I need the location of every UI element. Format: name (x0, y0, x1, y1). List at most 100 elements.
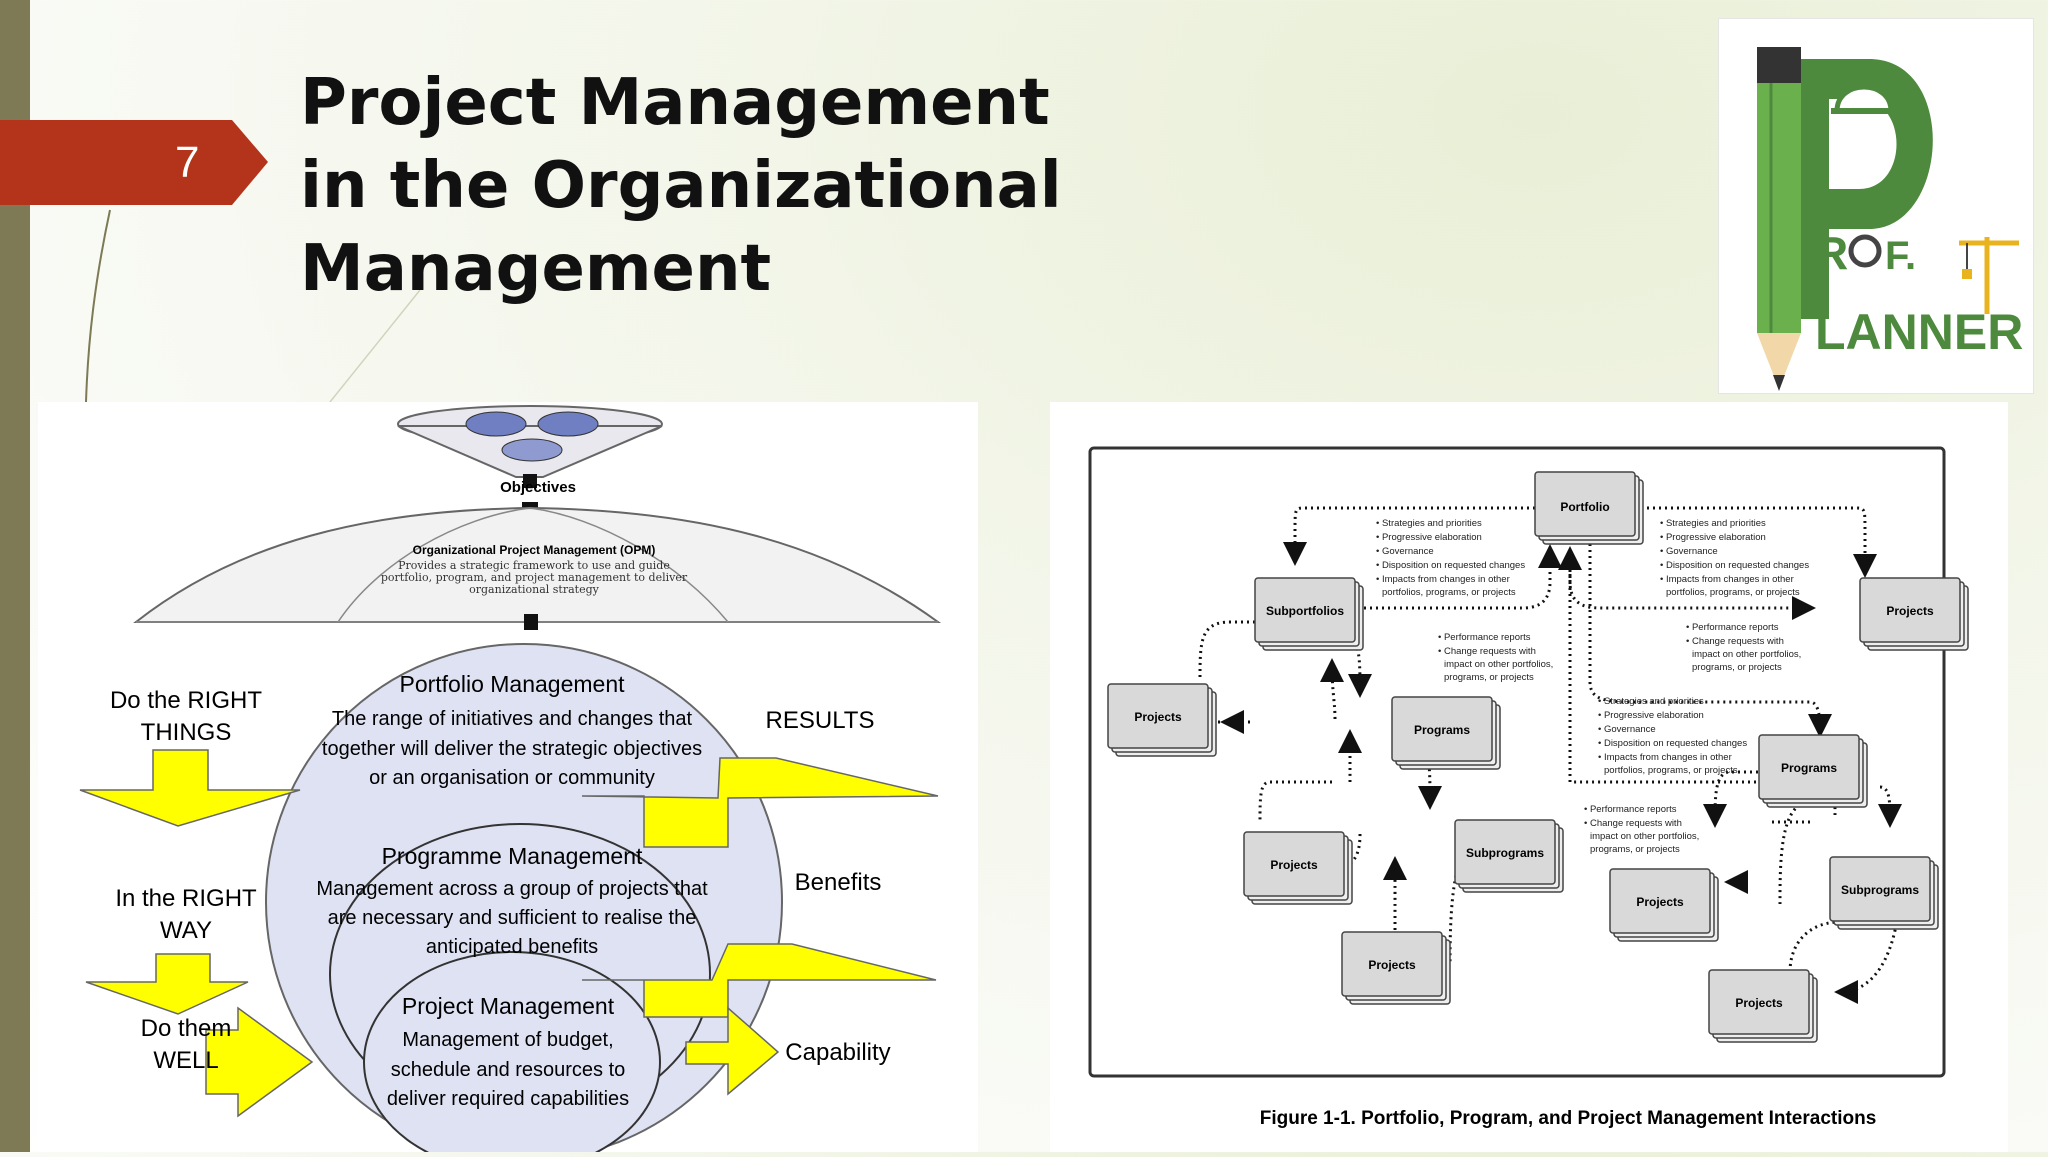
note-line: • Strategies and priorities (1376, 518, 1482, 529)
node-subprograms-left-label: Subprograms (1466, 846, 1544, 860)
node-programs-right: Programs (1758, 734, 1868, 808)
note-line: • Performance reports (1584, 804, 1677, 815)
umbrella-text: Provides a strategic framework to use an… (380, 560, 688, 596)
label-right-way-1: In the RIGHT (115, 885, 257, 912)
label-do-right-things-1: Do the RIGHT (110, 687, 262, 714)
note-line: • Progressive elaboration (1376, 532, 1482, 543)
note-line: • Change requests with (1584, 818, 1682, 829)
note-line: portfolios, programs, or projects (1604, 765, 1738, 776)
note-line: • Impacts from changes in other (1376, 574, 1510, 585)
slide-number: 7 (175, 138, 200, 187)
slide-title: Project Management in the Organizational… (300, 62, 1062, 311)
notes-up-middle: • Performance reports • Change requests … (1584, 804, 1699, 855)
note-line: • Impacts from changes in other (1660, 574, 1794, 585)
notes-up-right: • Performance reports • Change requests … (1686, 622, 1801, 673)
note-line: • Performance reports (1686, 622, 1779, 633)
note-line: portfolios, programs, or projects (1666, 587, 1800, 598)
programme-line-3: anticipated benefits (426, 936, 598, 958)
notes-down-top-right: • Strategies and priorities • Progressiv… (1660, 518, 1809, 598)
note-line: • Change requests with (1686, 636, 1784, 647)
note-line: • Disposition on requested changes (1660, 560, 1809, 571)
node-subprograms-left: Subprograms (1454, 819, 1564, 893)
label-do-them-well-2: WELL (153, 1047, 218, 1074)
umbrella-title: Organizational Project Management (OPM) (413, 543, 656, 557)
node-subportfolios: Subportfolios (1254, 577, 1364, 651)
note-line: impact on other portfolios, (1444, 659, 1553, 670)
project-heading: Project Management (402, 993, 615, 1019)
programme-heading: Programme Management (382, 843, 643, 869)
crane-icon (1959, 237, 2019, 314)
label-right-way-2: WAY (160, 917, 212, 944)
label-capability: Capability (785, 1039, 890, 1066)
note-line: • Disposition on requested changes (1376, 560, 1525, 571)
left-down-arrows (79, 749, 314, 1118)
objectives-label: Objectives (500, 479, 576, 496)
note-line: portfolios, programs, or projects (1382, 587, 1516, 598)
node-portfolio-label: Portfolio (1560, 500, 1609, 514)
node-projects-bottom-right-label: Projects (1735, 996, 1783, 1010)
node-projects-top-right-label: Projects (1886, 604, 1934, 618)
node-projects-bottom-left-label: Projects (1368, 958, 1416, 972)
node-projects-bottom-left: Projects (1341, 931, 1451, 1005)
node-subprograms-right: Subprograms (1829, 856, 1939, 930)
note-line: • Governance (1376, 546, 1434, 557)
slide-title-line-1: Project Management (300, 66, 1050, 140)
prof-planner-logo: R F. LANNER (1718, 18, 2034, 394)
project-line-1: Management of budget, (402, 1029, 613, 1051)
notes-down-top-left: • Strategies and priorities • Progressiv… (1376, 518, 1525, 598)
logo-letter-o (1848, 234, 1882, 268)
node-subprograms-right-label: Subprograms (1841, 883, 1919, 897)
project-line-2: schedule and resources to (391, 1059, 626, 1081)
note-line: programs, or projects (1692, 662, 1782, 673)
decorative-lines (85, 209, 421, 402)
note-line: • Strategies and priorities (1598, 696, 1704, 707)
node-projects-right-mid-label: Projects (1636, 895, 1684, 909)
note-line: • Progressive elaboration (1660, 532, 1766, 543)
slide-title-line-3: Management (300, 232, 772, 306)
note-line: • Performance reports (1438, 632, 1531, 643)
management-circles (265, 643, 783, 1157)
opm-umbrella: Organizational Project Management (OPM) … (133, 506, 942, 630)
opm-umbrella-diagram: Objectives Organizational Project Manage… (38, 402, 978, 1157)
logo-text-lanner: LANNER (1815, 304, 2023, 360)
note-line: • Governance (1598, 724, 1656, 735)
note-line: impact on other portfolios, (1692, 649, 1801, 660)
portfolio-heading: Portfolio Management (399, 671, 625, 697)
programme-line-2: are necessary and sufficient to realise … (328, 907, 697, 929)
portfolio-line-2: together will deliver the strategic obje… (322, 738, 702, 760)
portfolio-line-1: The range of initiatives and changes tha… (332, 708, 693, 730)
node-portfolio: Portfolio (1534, 471, 1644, 545)
slide-title-line-2: in the Organizational (300, 149, 1062, 223)
portfolio-line-3: or an organisation or community (369, 767, 655, 789)
node-projects-right-mid: Projects (1609, 868, 1719, 942)
right-up-arrows (581, 757, 939, 1096)
node-projects-left: Projects (1107, 683, 1217, 757)
project-line-3: deliver required capabilities (387, 1088, 629, 1110)
objectives-funnel: Objectives (397, 405, 663, 518)
label-do-right-things-2: THINGS (141, 719, 232, 746)
node-projects-left-label: Projects (1134, 710, 1182, 724)
label-results: RESULTS (766, 707, 875, 734)
node-subportfolios-label: Subportfolios (1266, 604, 1344, 618)
node-projects-bottom-right: Projects (1708, 969, 1818, 1043)
notes-up-left: • Performance reports • Change requests … (1438, 632, 1553, 683)
logo-letter-r: R (1815, 227, 1848, 279)
note-line: programs, or projects (1590, 844, 1680, 855)
node-programs-left: Programs (1391, 696, 1501, 770)
note-line: • Progressive elaboration (1598, 710, 1704, 721)
figure-caption: Figure 1-1. Portfolio, Program, and Proj… (1260, 1108, 1877, 1129)
slide-number-tab: 7 (0, 120, 268, 205)
node-projects-mid-left-label: Projects (1270, 858, 1318, 872)
pmi-interactions-figure: Portfolio Subportfolios Projects Project… (1050, 402, 2008, 1152)
note-line: • Governance (1660, 546, 1718, 557)
note-line: • Strategies and priorities (1660, 518, 1766, 529)
notes-down-middle: • Strategies and priorities • Progressiv… (1598, 696, 1747, 776)
label-do-them-well-1: Do them (141, 1015, 232, 1042)
logo-letter-f: F. (1885, 234, 1916, 278)
note-line: • Change requests with (1438, 646, 1536, 657)
project-circle (363, 951, 661, 1157)
node-projects-top-right: Projects (1859, 577, 1969, 651)
note-line: • Disposition on requested changes (1598, 738, 1747, 749)
label-benefits: Benefits (795, 869, 882, 896)
node-projects-mid-left: Projects (1243, 831, 1353, 905)
